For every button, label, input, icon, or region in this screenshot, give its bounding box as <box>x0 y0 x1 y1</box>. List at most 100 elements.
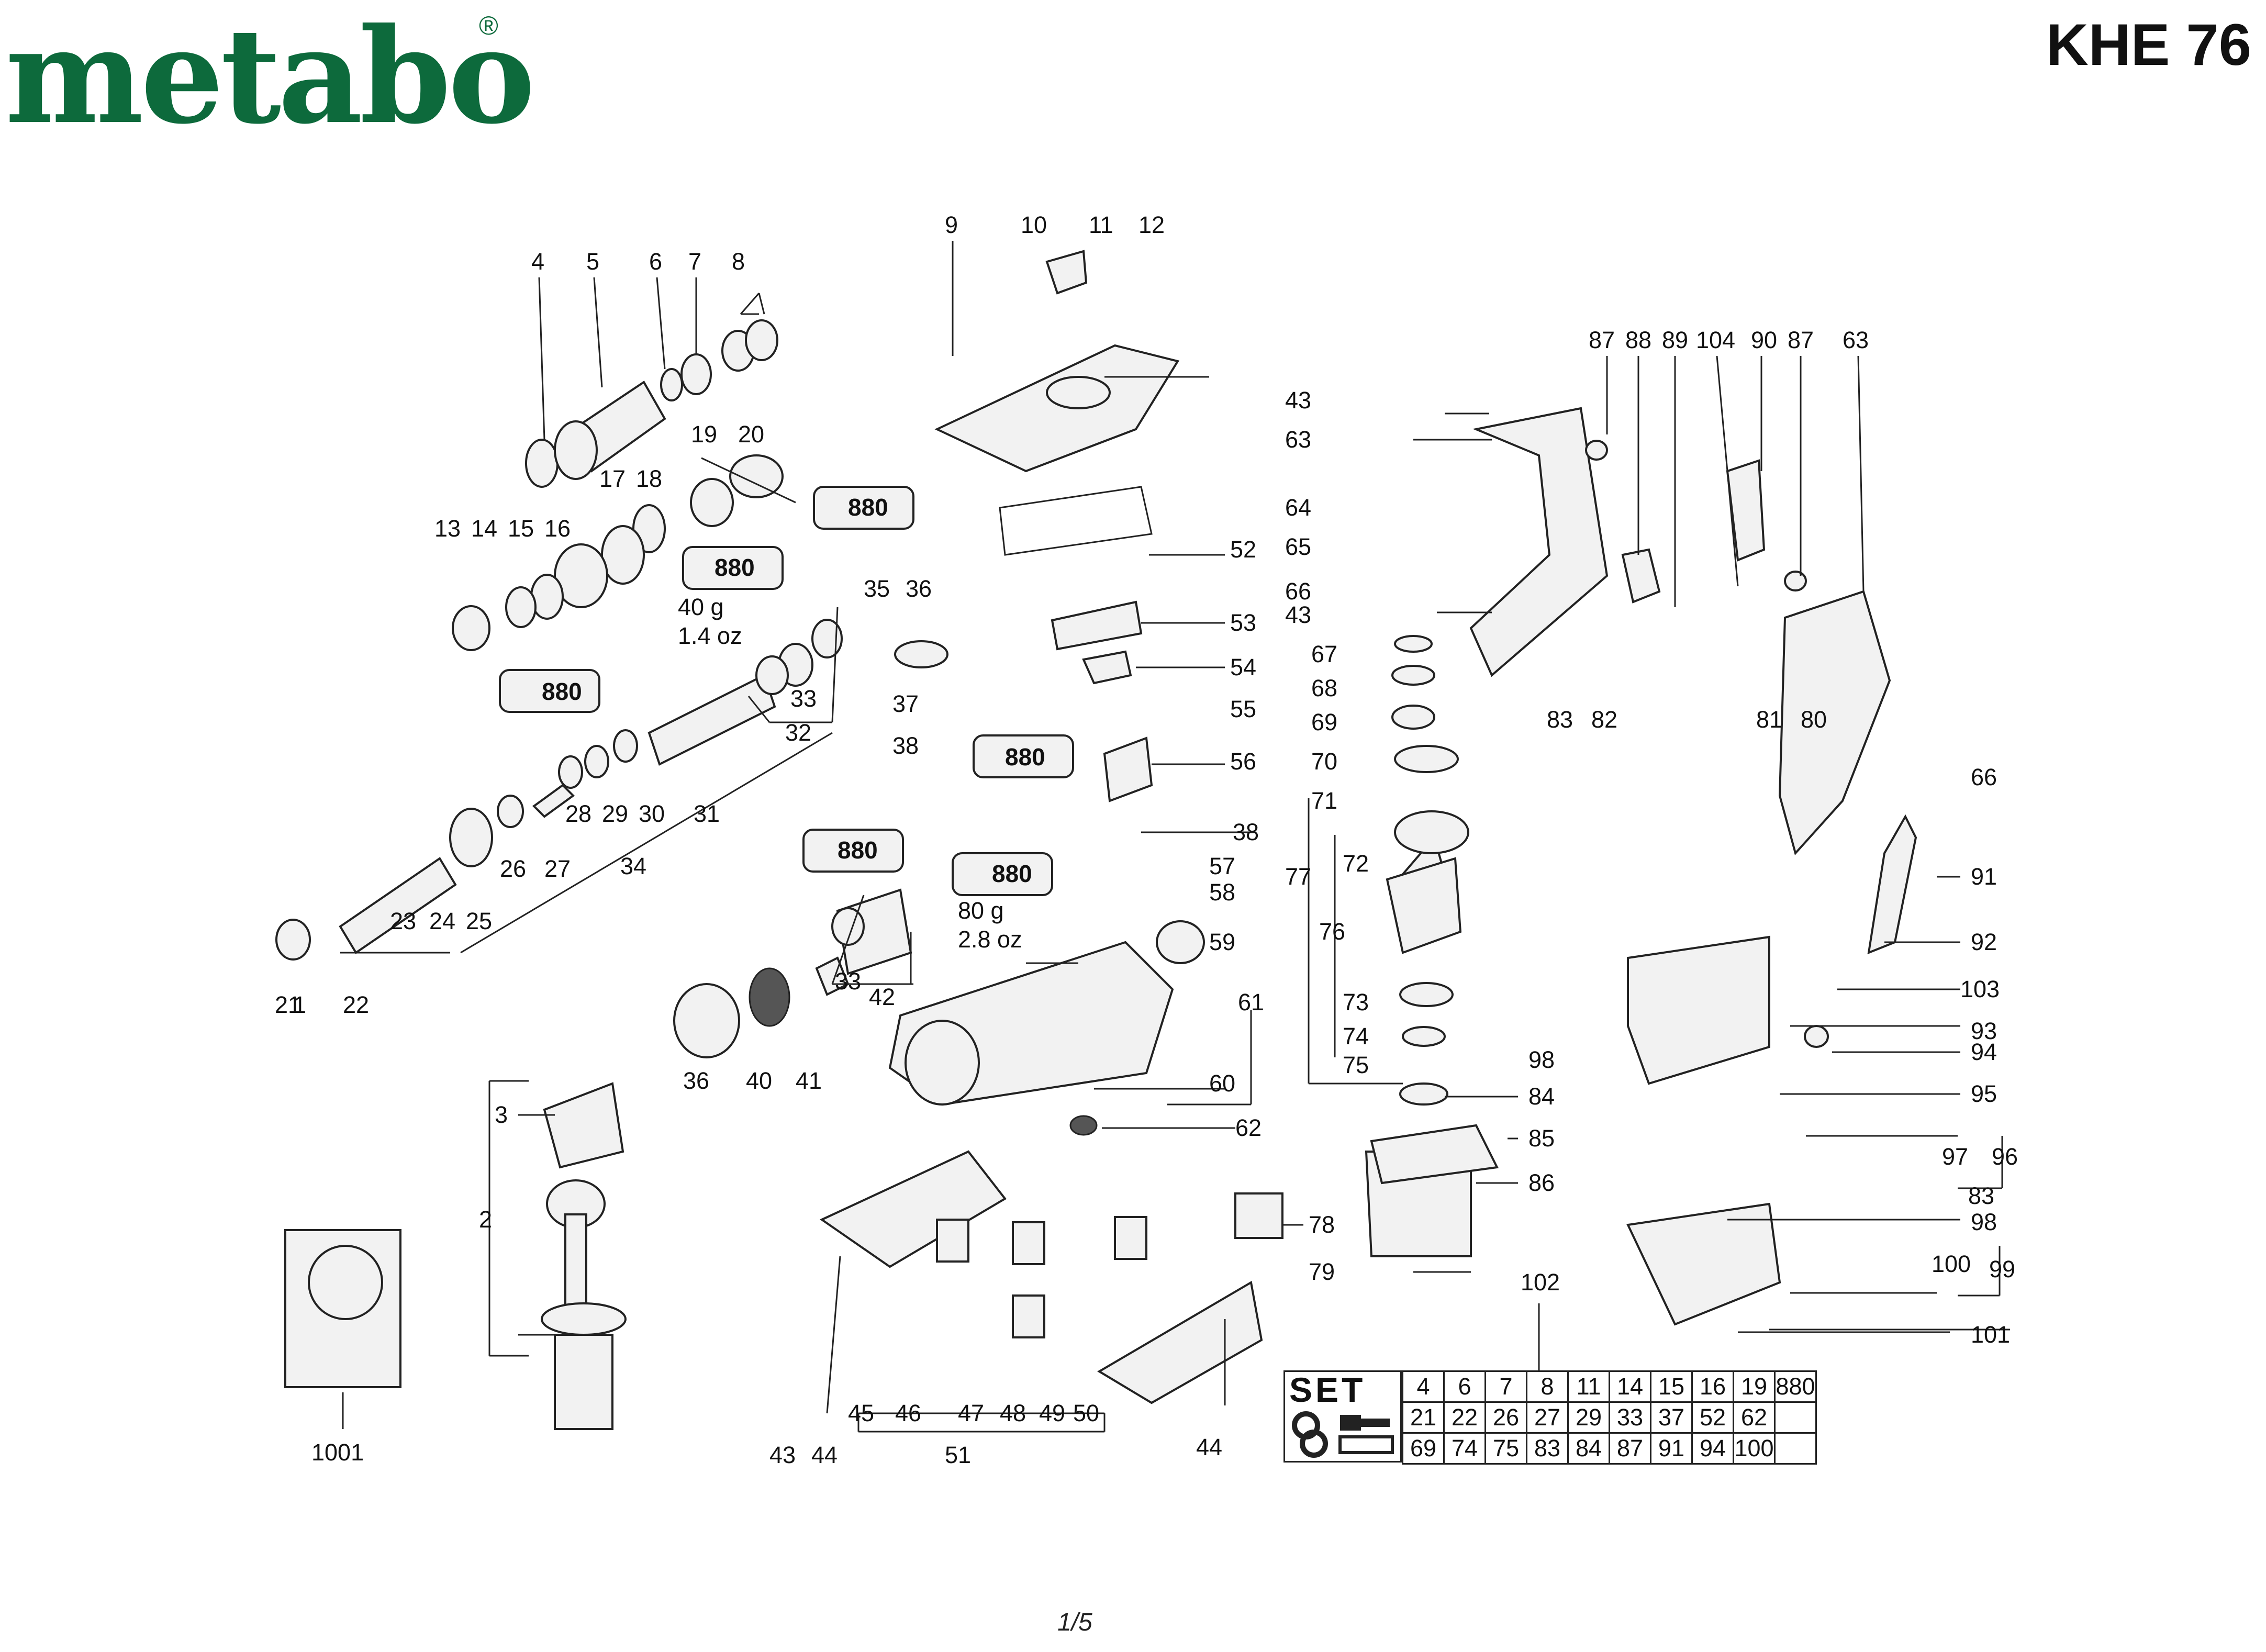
callout-92: 92 <box>1971 929 1997 955</box>
table-row: 4 6 7 8 11 14 15 16 19 880 <box>1402 1370 1817 1403</box>
callout-47: 47 <box>958 1400 984 1426</box>
quantity-40g: 40 g <box>678 594 724 620</box>
table-cell: 91 <box>1650 1432 1693 1465</box>
callout-50: 50 <box>1073 1400 1099 1426</box>
callout-19: 19 <box>691 421 717 448</box>
callout-5: 5 <box>586 248 599 275</box>
callout-68: 68 <box>1311 675 1337 701</box>
callout-78: 78 <box>1309 1211 1335 1238</box>
part-callouts: 1 2 3 4 5 6 7 8 9 10 11 12 13 14 15 16 1… <box>275 211 2018 1468</box>
callout-56: 56 <box>1230 748 1256 775</box>
callout-83: 83 <box>1547 706 1573 733</box>
set-icon: SET <box>1283 1370 1402 1463</box>
grease-tube <box>499 669 600 713</box>
callout-29: 29 <box>602 800 628 827</box>
callout-8: 8 <box>732 248 745 275</box>
callout-45: 45 <box>848 1400 874 1426</box>
page-number: 1/5 <box>1057 1609 1092 1636</box>
grease-label: 880 <box>715 554 755 581</box>
callout-95: 95 <box>1971 1080 1997 1107</box>
callout-7: 7 <box>688 248 701 275</box>
callout-38b: 38 <box>1233 819 1259 845</box>
table-cell: 27 <box>1526 1401 1569 1434</box>
callout-77: 77 <box>1285 863 1311 890</box>
grease-label: 880 <box>848 494 888 521</box>
callout-103: 103 <box>1960 976 2000 1002</box>
quantity-2-8oz: 2.8 oz <box>958 926 1022 953</box>
table-cell: 69 <box>1402 1432 1445 1465</box>
metabo-logo: metabo <box>5 0 535 153</box>
callout-54: 54 <box>1230 654 1256 680</box>
table-cell: 21 <box>1402 1401 1445 1434</box>
callout-99: 99 <box>1989 1256 2015 1282</box>
table-cell <box>1774 1432 1817 1465</box>
table-row: 21 22 26 27 29 33 37 52 62 <box>1402 1401 1817 1434</box>
table-cell: 14 <box>1609 1370 1651 1403</box>
callout-6: 6 <box>649 248 662 275</box>
grease-tube <box>973 734 1074 778</box>
callout-41: 41 <box>796 1067 822 1094</box>
callout-76: 76 <box>1319 918 1345 945</box>
table-cell: 100 <box>1733 1432 1776 1465</box>
callout-58: 58 <box>1209 879 1235 906</box>
grease-label: 880 <box>992 860 1032 887</box>
table-cell: 16 <box>1691 1370 1734 1403</box>
callout-61: 61 <box>1238 989 1264 1015</box>
callout-51: 51 <box>945 1442 971 1468</box>
callout-80: 80 <box>1801 706 1827 733</box>
callout-87b: 87 <box>1788 327 1814 353</box>
grease-label: 880 <box>542 678 582 705</box>
table-cell: 22 <box>1443 1401 1486 1434</box>
table-cell: 29 <box>1567 1401 1610 1434</box>
callout-20: 20 <box>738 421 764 448</box>
callout-82: 82 <box>1591 706 1617 733</box>
callout-11: 11 <box>1089 211 1113 238</box>
grease-label: 880 <box>1005 743 1045 771</box>
table-cell: 11 <box>1567 1370 1610 1403</box>
callout-40: 40 <box>746 1067 772 1094</box>
callout-17: 17 <box>599 465 626 492</box>
callout-69: 69 <box>1311 709 1337 735</box>
table-cell: 26 <box>1484 1401 1527 1434</box>
callout-71: 71 <box>1311 787 1337 814</box>
callout-21: 21 <box>275 991 301 1018</box>
callout-33: 33 <box>790 685 817 712</box>
callout-60: 60 <box>1209 1070 1235 1097</box>
callout-66b: 66 <box>1971 764 1997 790</box>
callout-75: 75 <box>1343 1052 1369 1078</box>
callout-14: 14 <box>471 515 497 542</box>
callout-15: 15 <box>508 515 534 542</box>
callout-30: 30 <box>639 800 665 827</box>
callout-88: 88 <box>1625 327 1651 353</box>
table-row: 69 74 75 83 84 87 91 94 100 <box>1402 1432 1817 1465</box>
grease-tube <box>813 486 914 530</box>
table-cell: 87 <box>1609 1432 1651 1465</box>
callout-98b: 98 <box>1971 1209 1997 1235</box>
callout-72: 72 <box>1343 850 1369 877</box>
callout-102: 102 <box>1521 1269 1560 1296</box>
set-parts-table: 4 6 7 8 11 14 15 16 19 880 21 22 26 27 2… <box>1402 1370 1817 1465</box>
callout-48: 48 <box>1000 1400 1026 1426</box>
callout-27: 27 <box>544 855 571 882</box>
callout-32: 32 <box>785 719 811 746</box>
callout-37: 37 <box>892 690 919 717</box>
callout-52: 52 <box>1230 536 1256 563</box>
callout-26: 26 <box>500 855 526 882</box>
callout-9: 9 <box>945 211 958 238</box>
callout-65: 65 <box>1285 533 1311 560</box>
callout-36b: 36 <box>683 1067 709 1094</box>
callout-23: 23 <box>390 908 416 934</box>
table-cell <box>1774 1401 1817 1434</box>
callout-96: 96 <box>1992 1143 2018 1170</box>
callout-36: 36 <box>906 575 932 602</box>
table-cell: 880 <box>1774 1370 1817 1403</box>
callout-70: 70 <box>1311 748 1337 775</box>
model-title: KHE 76 <box>2046 12 2251 77</box>
callout-66: 66 <box>1285 578 1311 605</box>
callout-3: 3 <box>495 1101 508 1128</box>
callout-101: 101 <box>1971 1321 2010 1348</box>
grease-tube <box>952 852 1053 896</box>
callout-44: 44 <box>811 1442 838 1468</box>
